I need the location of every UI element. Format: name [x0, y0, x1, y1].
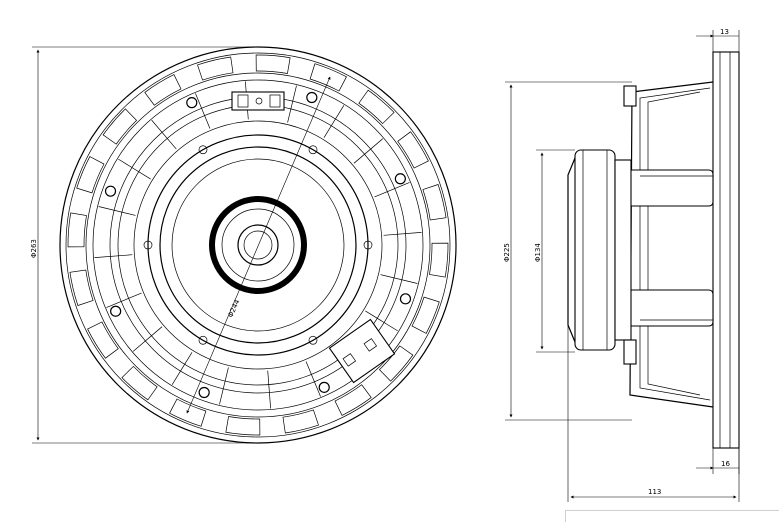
- frame-spoke: [219, 367, 229, 405]
- frame-spoke: [195, 93, 211, 129]
- magnet-assembly: [574, 149, 616, 351]
- mounting-hole: [198, 386, 210, 399]
- mounting-hole: [306, 91, 318, 104]
- cutout-diameter-label: Φ225: [503, 243, 511, 262]
- frame-spoke: [383, 232, 422, 236]
- frame-slot: [429, 242, 449, 278]
- mounting-hole: [110, 305, 122, 317]
- mounting-hole: [186, 97, 198, 109]
- frame-spoke: [106, 292, 142, 308]
- mounting-hole: [318, 381, 330, 393]
- total-depth-label: 113: [648, 488, 661, 496]
- frame-spoke: [353, 138, 384, 164]
- frame-slot: [225, 416, 261, 436]
- frame-slot: [87, 321, 119, 359]
- front-view: Φ244 Φ263: [30, 46, 457, 444]
- frame-spoke: [287, 85, 297, 123]
- frame-spoke: [374, 182, 410, 198]
- title-block-corner: [565, 510, 779, 522]
- side-view: Φ225 Φ134 13 16 113: [503, 28, 740, 502]
- frame-slot: [309, 63, 347, 92]
- frame-slot: [358, 89, 395, 125]
- frame-slot: [197, 56, 234, 81]
- frame-spoke: [94, 254, 133, 258]
- frame-spoke: [380, 274, 418, 284]
- bolt-circle-dimension-line: [186, 76, 331, 414]
- frame-spoke: [151, 119, 177, 150]
- frame-slot: [397, 131, 429, 169]
- bolt-circle-label: Φ244: [227, 298, 242, 319]
- frame-slot: [255, 54, 291, 74]
- frame-spoke: [323, 105, 345, 138]
- outer-diameter-label: Φ263: [30, 239, 38, 258]
- frame-slots: [67, 54, 449, 436]
- frame-slot: [411, 296, 440, 334]
- frame-spoke: [305, 361, 321, 397]
- frame-spoke: [118, 158, 151, 180]
- magnet-outer: [159, 146, 357, 344]
- magnet-diameter-label: Φ134: [534, 243, 542, 262]
- inner-hole: [143, 240, 153, 250]
- basket-outline: [629, 81, 714, 408]
- basket-arm-lower: [627, 289, 714, 327]
- mounting-hole: [399, 293, 412, 305]
- frame-slot: [121, 365, 158, 401]
- mounting-hole: [394, 173, 406, 185]
- frame-spoke: [132, 326, 163, 352]
- frame-slot: [334, 384, 372, 416]
- frame-slot: [144, 74, 182, 106]
- frame-slot: [169, 398, 207, 427]
- frame-slot: [69, 269, 94, 306]
- frame-slot: [282, 409, 319, 434]
- voice-coil-ring: [209, 196, 307, 294]
- inner-hole: [363, 240, 373, 250]
- frame-slot: [76, 156, 105, 194]
- frame-slot: [422, 184, 447, 221]
- frame-spoke: [267, 370, 271, 409]
- frame-slot: [102, 108, 138, 145]
- terminal-bottom: [328, 318, 396, 384]
- terminal-top: [231, 91, 285, 111]
- frame-slot: [67, 212, 87, 248]
- flange-thickness-label: 13: [720, 28, 729, 36]
- flange-depth-label: 16: [721, 460, 730, 468]
- frame-spoke: [365, 310, 398, 332]
- frame-spoke: [98, 206, 136, 216]
- basket-arm-upper: [627, 169, 714, 207]
- mounting-flange: [712, 51, 740, 449]
- frame-spoke: [171, 352, 193, 385]
- mounting-hole: [104, 185, 117, 197]
